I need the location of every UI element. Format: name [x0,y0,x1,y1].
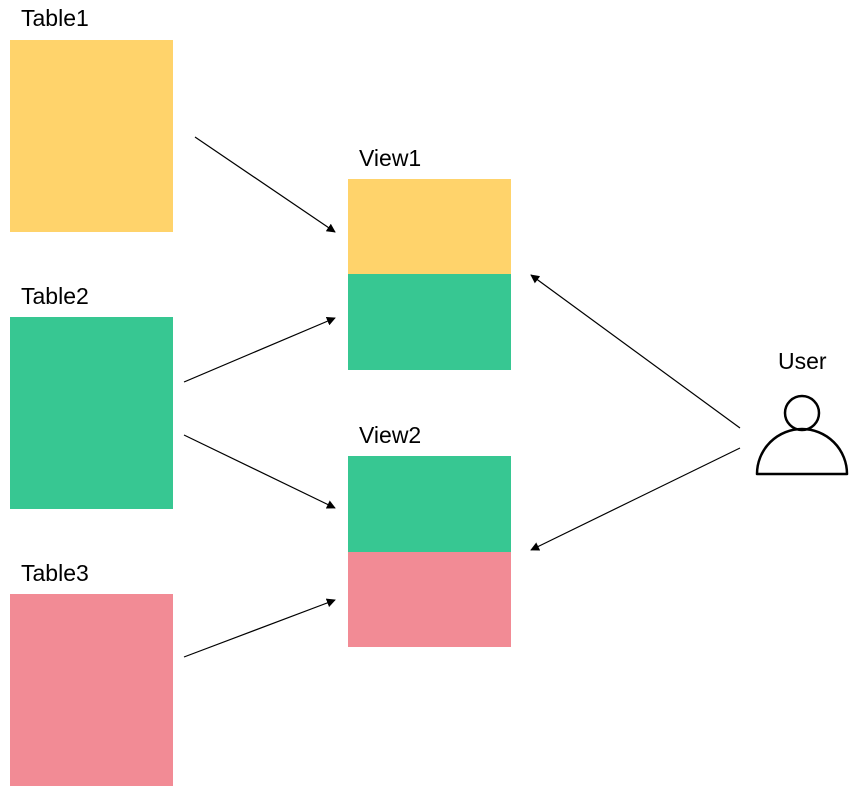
arrow-user-to-view2 [530,447,741,551]
user-icon-body [755,427,849,476]
view2-label: View2 [359,422,422,448]
user-label: User [778,348,827,374]
view2-bottom-block [348,552,511,647]
arrow-table1-to-view1 [194,136,336,233]
table1-block [10,40,173,232]
user-icon-head [783,394,821,432]
table3-label: Table3 [21,560,89,586]
table3-block [10,594,173,786]
arrow-user-to-view1 [530,274,741,429]
view2-top-block [348,456,511,552]
arrow-table2-to-view2 [183,434,336,509]
view1-bottom-block [348,274,511,370]
arrow-table2-to-view1 [183,317,336,383]
arrow-table3-to-view2 [183,598,336,658]
table2-label: Table2 [21,283,89,309]
table1-label: Table1 [21,5,89,31]
table2-block [10,317,173,509]
view1-top-block [348,179,511,274]
view1-label: View1 [359,145,422,171]
